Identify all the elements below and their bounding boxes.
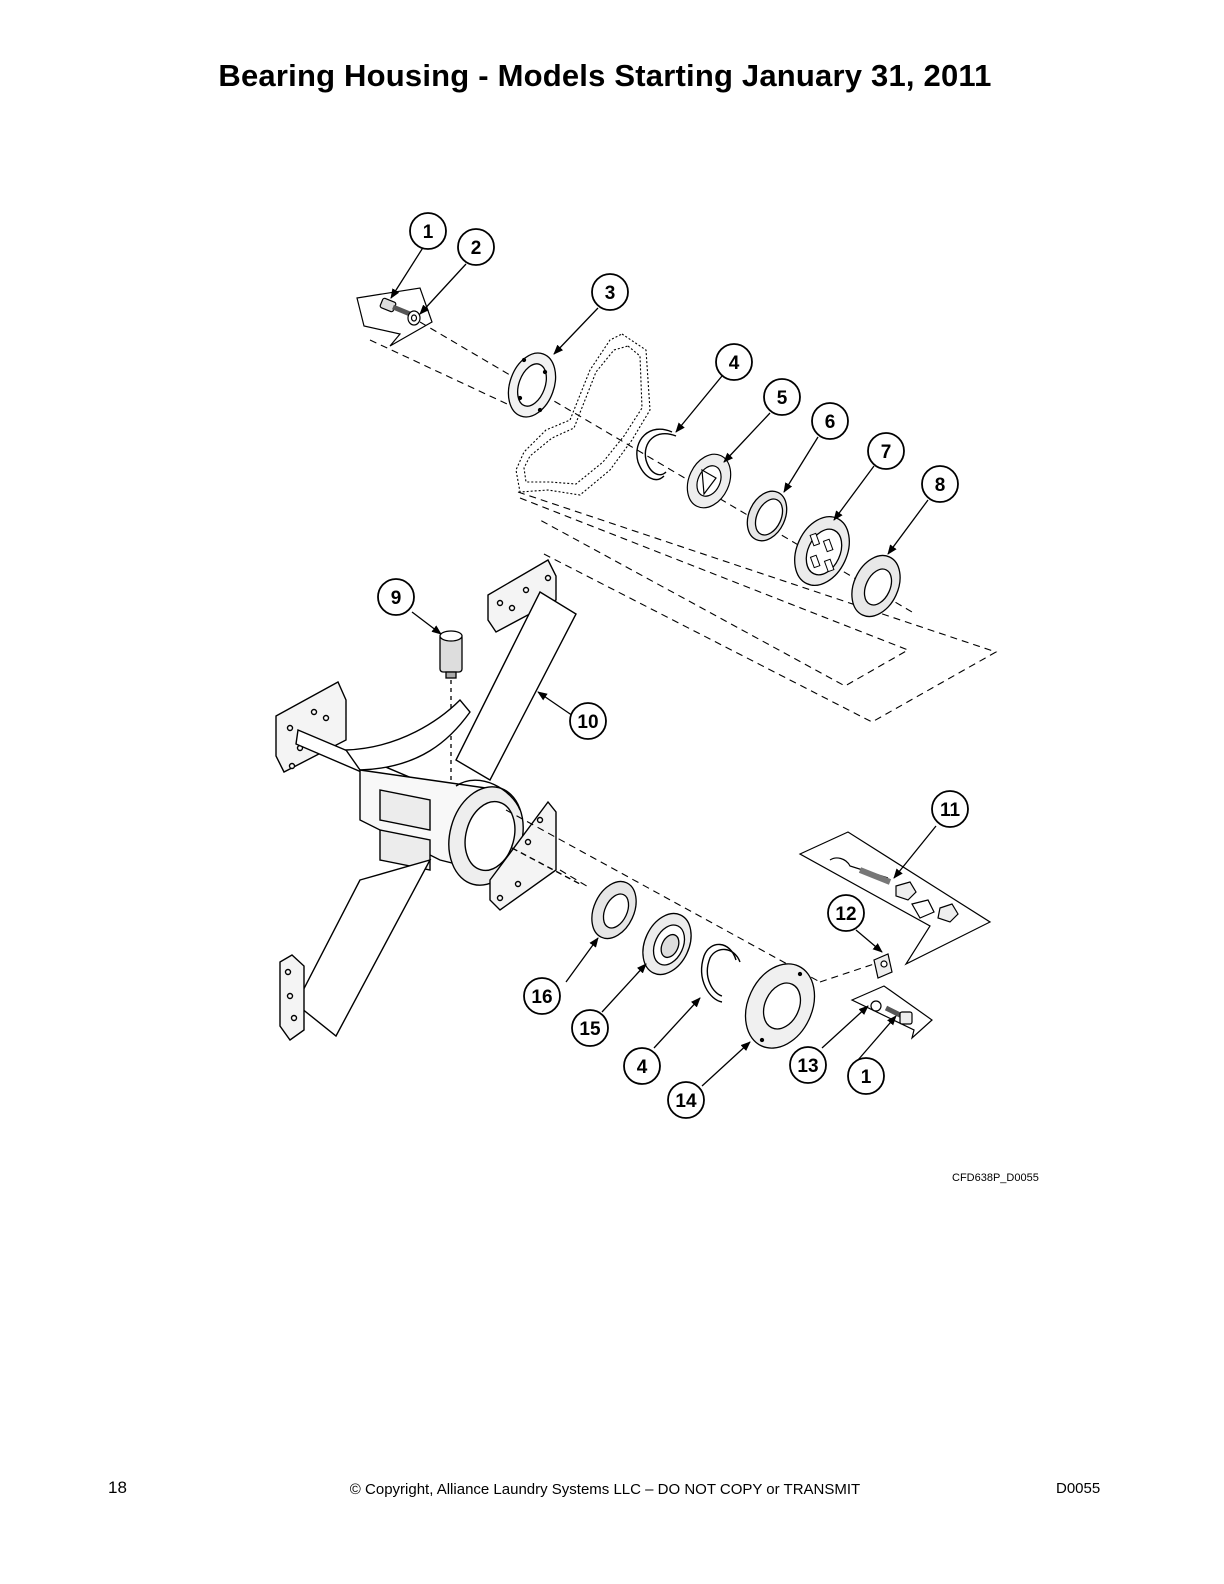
callout-label: 4: [729, 353, 740, 374]
lock-washer-part: [870, 1000, 882, 1012]
copyright-notice: © Copyright, Alliance Laundry Systems LL…: [349, 1481, 861, 1498]
callout-label: 6: [825, 412, 836, 433]
thin-ring-part: [746, 490, 788, 542]
drawing-id: CFD638P_D0055: [952, 1172, 1039, 1184]
phantom-plate-outline: [515, 333, 651, 496]
page-number: 18: [108, 1478, 127, 1497]
callout-9: 9: [377, 578, 415, 616]
callout-8: 8: [921, 465, 959, 503]
washer-part: [407, 310, 421, 326]
document-code: D0055: [1056, 1480, 1101, 1497]
callout-label: 7: [881, 442, 892, 463]
callout-7: 7: [867, 432, 905, 470]
hardware-panel-upper: [356, 287, 433, 347]
callout-label: 12: [835, 904, 856, 925]
callout-5: 5: [763, 378, 801, 416]
callout-4-lower: 4: [623, 1047, 661, 1085]
roller-bearing-part: [794, 516, 850, 586]
callout-12: 12: [827, 894, 865, 932]
callout-1-upper: 1: [409, 212, 447, 250]
callout-label: 3: [605, 283, 616, 304]
flange-plate-part: [507, 352, 557, 418]
callout-1-lower: 1: [847, 1057, 885, 1095]
hardware-kit-panel: [798, 831, 992, 966]
callout-label: 9: [391, 588, 402, 609]
flange-plate-part-lower: [744, 963, 816, 1049]
bolt-part: [379, 297, 411, 317]
callout-2: 2: [457, 228, 495, 266]
bolt-part-lower: [884, 1005, 913, 1025]
callout-label: 5: [777, 388, 788, 409]
assembly-guide-lines-upper: [369, 321, 998, 723]
callout-label: 4: [637, 1057, 648, 1078]
callout-label: 2: [471, 238, 482, 259]
callout-label: 16: [531, 987, 552, 1008]
seal-part-lower: [591, 880, 637, 940]
callout-label: 8: [935, 475, 946, 496]
callout-label: 1: [423, 222, 434, 243]
clip-part: [873, 953, 893, 979]
hardware-panel-lower: [850, 985, 933, 1040]
callout-6: 6: [811, 402, 849, 440]
callout-10: 10: [569, 702, 607, 740]
callout-label: 11: [940, 800, 961, 821]
assembly-guide-lines-lower: [505, 809, 881, 983]
callout-leaders: [390, 245, 937, 1087]
callout-3: 3: [591, 273, 629, 311]
callout-label: 10: [577, 712, 598, 733]
callout-16: 16: [523, 977, 561, 1015]
callout-label: 13: [797, 1056, 818, 1077]
page-title: Bearing Housing - Models Starting Januar…: [218, 58, 992, 93]
seal-part-upper: [851, 554, 901, 618]
callout-13: 13: [789, 1046, 827, 1084]
snap-ring-part-lower: [701, 943, 741, 1003]
callout-4-upper: 4: [715, 343, 753, 381]
bearing-housing-spider: [275, 559, 581, 1041]
callout-label: 15: [579, 1019, 601, 1040]
callout-label: 1: [861, 1067, 872, 1088]
snap-ring-part-upper: [636, 428, 677, 481]
ball-bearing-part-lower: [642, 912, 692, 976]
callout-11: 11: [931, 790, 969, 828]
callout-label: 14: [675, 1091, 697, 1112]
callouts: 1 2 3 4 5 6 7 8: [377, 212, 969, 1119]
bearing-cage-part: [686, 453, 732, 509]
callout-14: 14: [667, 1081, 705, 1119]
callout-15: 15: [571, 1009, 609, 1047]
